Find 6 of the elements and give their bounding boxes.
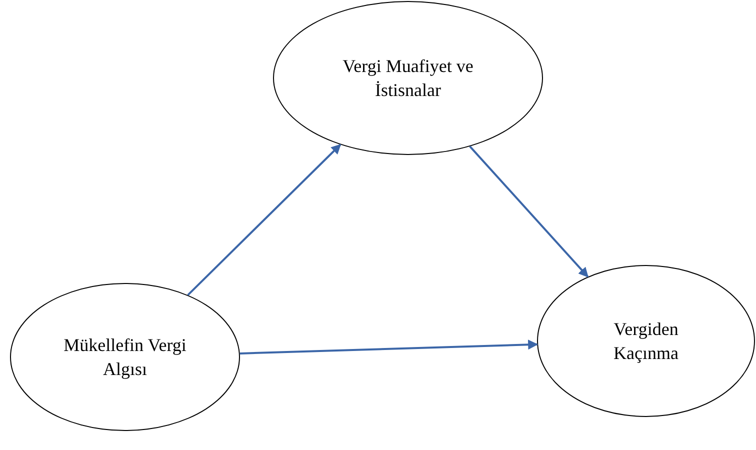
arrow (469, 146, 589, 278)
node-label: Mükellefin Vergi Algısı (62, 334, 188, 381)
arrow (240, 340, 538, 354)
node-label: Vergiden Kaçınma (612, 318, 680, 365)
arrow (187, 144, 342, 296)
node-label: Vergi Muafiyet ve İstisnalar (342, 55, 474, 102)
